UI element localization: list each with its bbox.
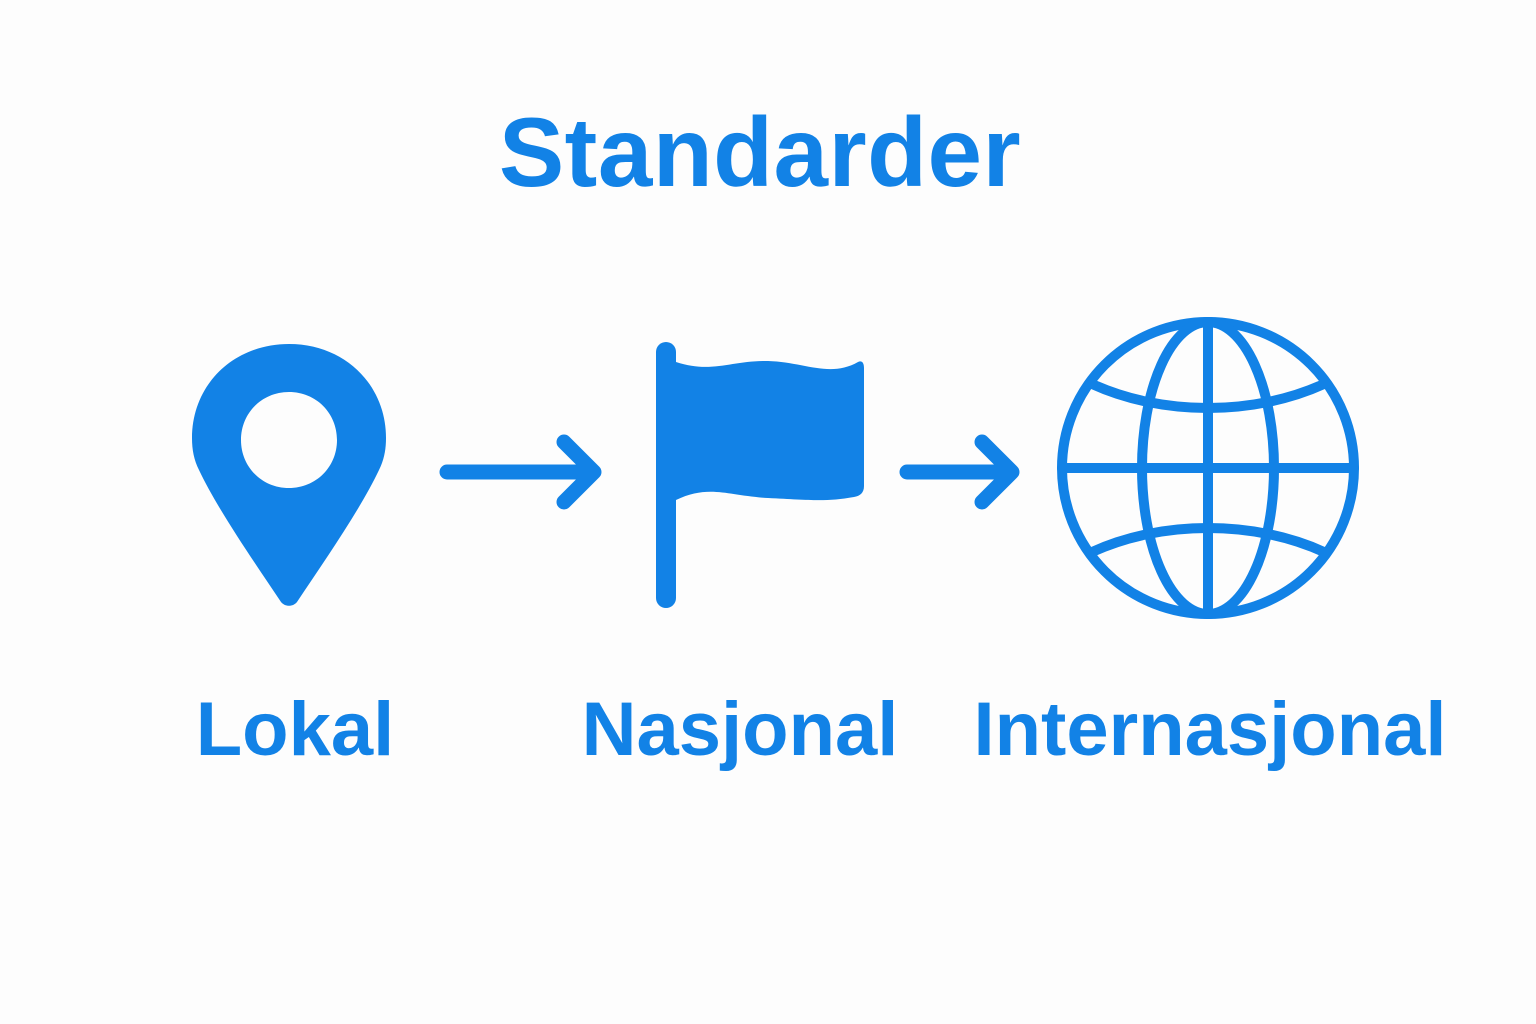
arrow-right-icon bbox=[439, 434, 602, 510]
label-local: Lokal bbox=[195, 687, 395, 772]
flag-icon bbox=[656, 342, 864, 608]
location-pin-icon bbox=[192, 344, 386, 606]
diagram-title: Standarder bbox=[498, 97, 1022, 207]
label-international: Internasjonal bbox=[973, 687, 1447, 772]
arrow-right-icon bbox=[899, 434, 1020, 510]
label-national: Nasjonal bbox=[581, 687, 899, 772]
globe-icon bbox=[1057, 317, 1359, 619]
